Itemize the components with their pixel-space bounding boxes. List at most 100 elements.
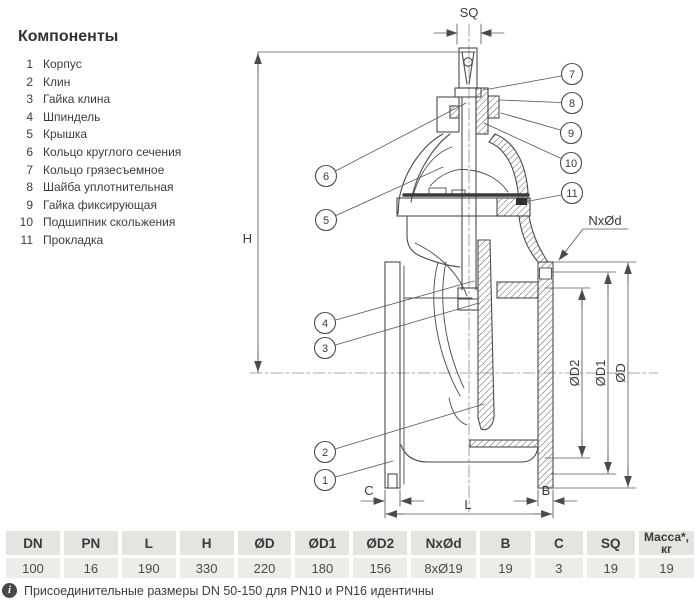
component-label: Гайка фиксирующая — [43, 197, 157, 212]
component-item: 3 Гайка клина — [18, 92, 248, 110]
table-column-nxod: NxØd 8xØ19 — [411, 531, 476, 578]
component-item: 8 Шайба уплотнительная — [18, 180, 248, 198]
table-column-od1: ØD1 180 — [295, 531, 350, 578]
dim-od2 — [544, 287, 591, 459]
component-number: 9 — [26, 197, 33, 212]
table-column-od2: ØD2 156 — [353, 531, 408, 578]
callout-1: 1 — [322, 475, 328, 487]
component-number: 5 — [26, 127, 33, 142]
component-number: 3 — [26, 92, 33, 107]
callout-8: 8 — [569, 98, 575, 110]
component-label: Крышка — [43, 127, 88, 142]
callout-7: 7 — [569, 69, 575, 81]
table-column-pn: PN 16 — [63, 531, 118, 578]
table-column-l: L 190 — [121, 531, 176, 578]
table-column-c: C 3 — [535, 531, 583, 578]
component-item: 10 Подшипник скольжения — [18, 215, 248, 233]
dim-c — [360, 489, 425, 507]
component-label: Гайка клина — [43, 92, 111, 107]
column-value: 3 — [535, 558, 583, 578]
component-item: 6 Кольцо круглого сечения — [18, 145, 248, 163]
component-number: 4 — [26, 109, 33, 124]
dim-label-b: B — [542, 483, 551, 498]
callout-leaders — [324, 73, 573, 481]
callout-10: 10 — [565, 158, 577, 170]
component-label: Клин — [43, 74, 71, 89]
column-value: 8xØ19 — [411, 558, 476, 578]
dimensions-table: DN 100 PN 16 L 190 H 330 ØD 220 ØD1 180 … — [6, 530, 694, 578]
dim-b — [513, 489, 578, 507]
callout-6: 6 — [323, 171, 329, 183]
component-number: 6 — [26, 144, 33, 159]
callout-11: 11 — [566, 188, 577, 200]
column-header: ØD — [237, 531, 292, 555]
component-number: 11 — [20, 232, 33, 247]
footnote-text: Присоединительные размеры DN 50-150 для … — [24, 583, 434, 598]
dim-label-sq: SQ — [460, 5, 479, 20]
dim-label-od: ØD — [613, 363, 628, 383]
column-value: 19 — [639, 558, 694, 578]
table-column-od: ØD 220 — [237, 531, 292, 578]
component-label: Подшипник скольжения — [43, 215, 176, 230]
column-value: 180 — [295, 558, 350, 578]
drawing-labels: 1 2 3 4 5 6 7 8 9 10 11 SQ H C L B NxØd … — [243, 5, 628, 512]
valve-body — [400, 265, 539, 485]
column-header: Масса*, кг — [639, 530, 694, 555]
callout-9: 9 — [568, 128, 574, 140]
callout-2: 2 — [322, 447, 328, 459]
dim-h — [254, 51, 461, 374]
dim-l — [384, 505, 554, 519]
column-header: ØD1 — [295, 531, 350, 555]
callout-3: 3 — [322, 343, 328, 355]
dim-label-l: L — [464, 497, 471, 512]
dim-nxod — [558, 228, 629, 261]
component-number: 8 — [26, 180, 33, 195]
column-value: 100 — [6, 558, 60, 578]
dim-od — [553, 261, 637, 489]
left-flange — [384, 261, 401, 489]
column-value: 190 — [121, 558, 176, 578]
footnote: i Присоединительные размеры DN 50-150 дл… — [2, 583, 434, 598]
column-value: 19 — [586, 558, 636, 578]
gasket — [516, 198, 527, 205]
valve-technical-drawing: 1 2 3 4 5 6 7 8 9 10 11 SQ H C L B NxØd … — [243, 5, 659, 519]
components-legend: Компоненты 1 Корпус 2 Клин 3 Гайка клина… — [18, 28, 248, 251]
column-header: DN — [6, 531, 60, 555]
component-label: Кольцо круглого сечения — [43, 144, 182, 159]
component-label: Шайба уплотнительная — [43, 180, 174, 195]
dim-label-nxod: NxØd — [588, 213, 621, 228]
table-column-h: H 330 — [179, 531, 234, 578]
right-flange — [537, 261, 554, 489]
component-item: 9 Гайка фиксирующая — [18, 198, 248, 216]
column-header: ØD2 — [353, 531, 408, 555]
component-item: 7 Кольцо грязесъемное — [18, 163, 248, 181]
components-title: Компоненты — [18, 28, 119, 45]
valve-stem — [454, 47, 482, 291]
callout-balloons — [313, 62, 584, 492]
component-label: Шпиндель — [43, 109, 101, 124]
component-label: Кольцо грязесъемное — [43, 162, 165, 177]
component-label: Прокладка — [43, 232, 104, 247]
centerlines — [249, 23, 659, 513]
wedge — [433, 239, 495, 431]
bonnet-flange — [396, 193, 531, 217]
table-column-b: B 19 — [479, 531, 532, 578]
column-value: 16 — [63, 558, 118, 578]
column-value: 156 — [353, 558, 408, 578]
column-header: B — [479, 531, 532, 555]
column-header: SQ — [586, 531, 636, 555]
component-item: 4 Шпиндель — [18, 110, 248, 128]
callout-numbers: 1 2 3 4 5 6 7 8 9 10 11 — [322, 69, 578, 487]
dim-label-h: H — [243, 231, 252, 246]
component-item: 2 Клин — [18, 75, 248, 93]
dimension-lines — [254, 23, 637, 519]
info-icon: i — [2, 583, 17, 598]
component-item: 5 Крышка — [18, 127, 248, 145]
component-number: 7 — [26, 162, 33, 177]
table-column-sq: SQ 19 — [586, 531, 636, 578]
table-column-mass: Масса*, кг 19 — [639, 530, 694, 578]
callout-4: 4 — [322, 318, 328, 330]
component-number: 1 — [26, 57, 33, 71]
component-number: 10 — [19, 215, 33, 230]
